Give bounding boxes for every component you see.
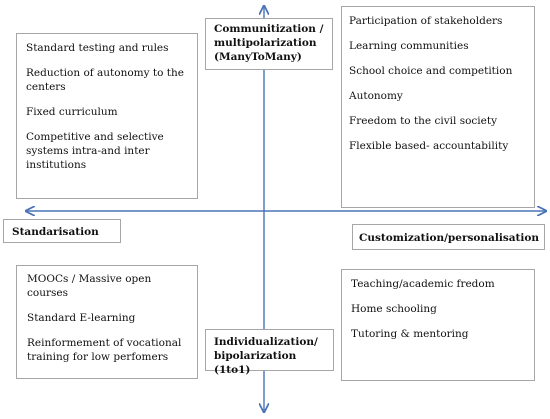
left-axis-label: Standarisation: [3, 219, 121, 243]
list-item: Participation of stakeholders: [349, 15, 503, 27]
list-item: Reinformement of vocational training for…: [27, 337, 182, 363]
bottom-axis-label: Individualization/ bipolarization (1to1): [205, 329, 334, 376]
list-item: Fixed curriculum: [26, 106, 118, 118]
list-item: School choice and competition: [349, 65, 513, 77]
list-item: Learning communities: [349, 40, 469, 52]
list-item: Flexible based- accountability: [349, 140, 509, 152]
list-item: Autonomy: [349, 90, 403, 102]
list-item: Standard testing and rules: [26, 42, 169, 54]
list-item: Teaching/academic fredom: [351, 278, 495, 290]
list-item: MOOCs / Massive open courses: [27, 273, 152, 299]
list-item: Competitive and selective systems intra-…: [26, 131, 164, 171]
top-axis-label: Communitization / multipolarization (Man…: [205, 18, 333, 70]
quadrant-top-left: Standard testing and rules Reduction of …: [16, 33, 198, 199]
quadrant-top-right: Participation of stakeholders Learning c…: [341, 6, 535, 208]
list-item: Standard E-learning: [27, 312, 136, 324]
right-axis-label: Customization/personalisation: [352, 224, 545, 250]
list-item: Reduction of autonomy to the centers: [26, 67, 184, 93]
list-item: Freedom to the civil society: [349, 115, 498, 127]
list-item: Home schooling: [351, 303, 437, 315]
list-item: Tutoring & mentoring: [351, 328, 469, 340]
quadrant-bottom-right: Teaching/academic fredom Home schooling …: [341, 269, 535, 381]
quadrant-bottom-left: MOOCs / Massive open courses Standard E-…: [16, 265, 198, 379]
